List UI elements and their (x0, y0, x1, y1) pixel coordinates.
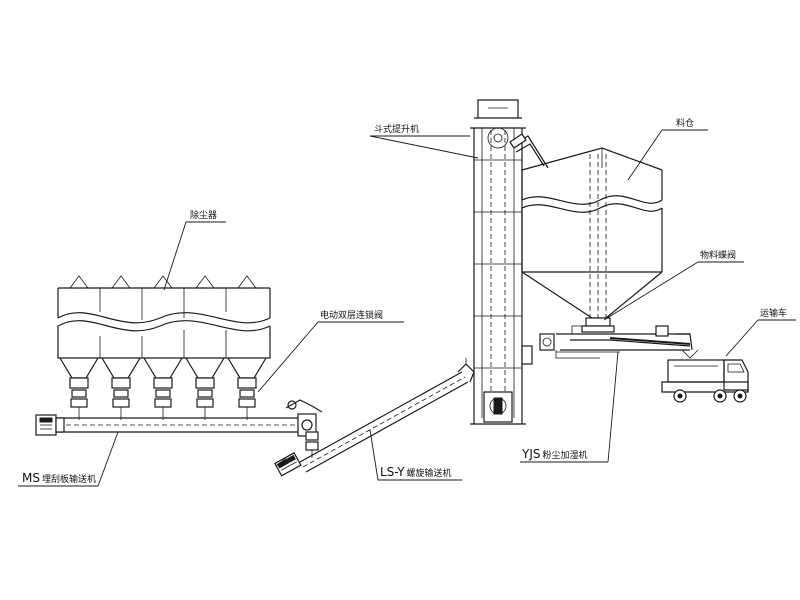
hopper-4 (185, 357, 225, 420)
label-ls-prefix: LS-Y (380, 465, 405, 479)
hopper-1 (59, 357, 99, 420)
label-yjs-suffix: 粉尘加湿机 (543, 449, 588, 461)
transport-truck (661, 359, 749, 403)
hopper-2 (101, 357, 141, 420)
label-dust-collector: 除尘器 (190, 209, 217, 221)
label-ls-suffix: 螺旋输送机 (407, 467, 452, 479)
label-ms-prefix: MS (22, 471, 40, 485)
label-ms-suffix: 埋刮板输送机 (42, 473, 96, 485)
screw-conveyor (274, 358, 475, 477)
dust-collector-bank (57, 275, 271, 420)
leader-lines (18, 129, 796, 487)
silo (521, 147, 663, 333)
scraper-conveyor (35, 413, 317, 437)
hopper-5 (227, 357, 267, 420)
dust-humidifier (539, 325, 699, 359)
label-double-valve: 电动双层连锁阀 (320, 309, 383, 321)
label-silo: 料仓 (676, 117, 694, 129)
label-bucket-elevator: 斗式提升机 (374, 123, 419, 135)
bucket-elevator (470, 99, 549, 425)
label-yjs-prefix: YJS (521, 447, 541, 461)
double-layer-valve (285, 399, 323, 458)
label-truck: 运输车 (760, 307, 787, 319)
hopper-3 (143, 357, 183, 420)
label-material-valve: 物料蝶阀 (700, 249, 736, 261)
